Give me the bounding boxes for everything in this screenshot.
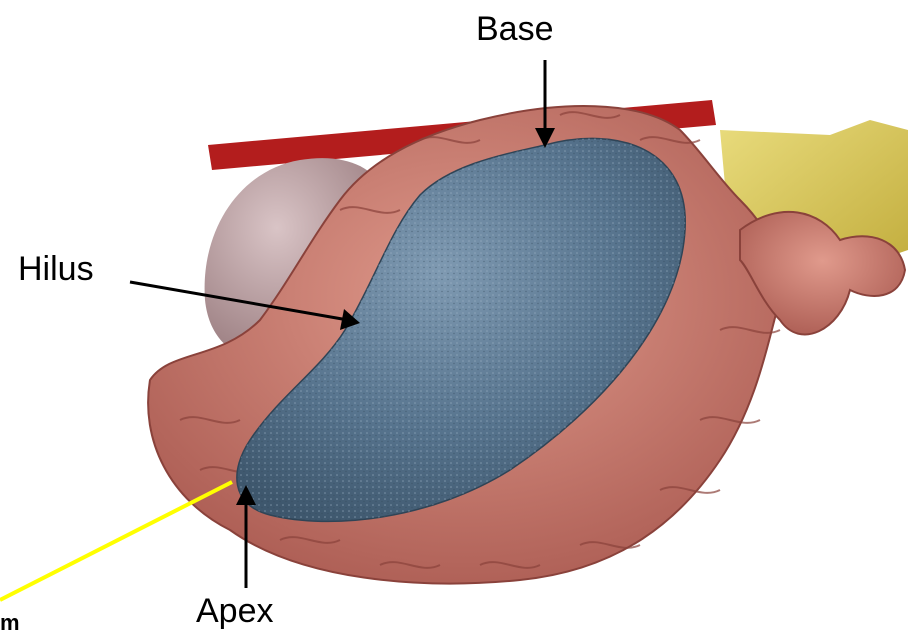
yellow-pointer-line: [0, 482, 232, 600]
label-hilus: Hilus: [18, 252, 94, 286]
label-base: Base: [476, 12, 554, 46]
label-corner-fragment: m: [0, 612, 20, 634]
label-apex: Apex: [196, 594, 274, 628]
